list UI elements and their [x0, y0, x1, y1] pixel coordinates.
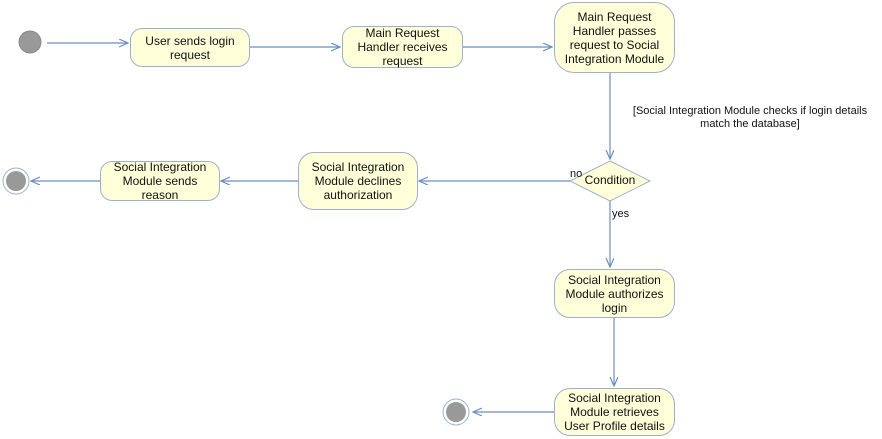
node-retrieves-profile: Social Integration Module retrieves User… [554, 388, 675, 436]
guard-condition-label: [Social Integration Module checks if log… [632, 105, 868, 130]
edge-label-no: no [570, 168, 583, 180]
final-node-left [2, 167, 30, 195]
node-label: Social Integration Module sends reason [113, 160, 207, 202]
initial-node [18, 30, 42, 54]
node-label: Main Request Handler passes request to S… [564, 9, 665, 66]
node-label: Social Integration Module retrieves User… [564, 391, 665, 433]
final-node-bottom [442, 398, 470, 426]
edge-label-yes: yes [612, 208, 630, 220]
node-authorizes-login: Social Integration Module authorizes log… [554, 269, 675, 318]
node-label: Social Integration Module declines autho… [311, 160, 405, 202]
decision-label: Condition [584, 173, 636, 187]
node-user-sends-login: User sends login request [130, 28, 250, 67]
node-label: Main Request Handler receives request [357, 26, 448, 68]
node-handler-receives-request: Main Request Handler receives request [342, 26, 463, 68]
node-label: User sends login request [145, 33, 235, 62]
node-handler-passes-request: Main Request Handler passes request to S… [554, 2, 675, 73]
node-sends-reason: Social Integration Module sends reason [100, 160, 220, 202]
node-label: Social Integration Module authorizes log… [565, 272, 664, 315]
node-declines-authorization: Social Integration Module declines autho… [298, 152, 418, 210]
